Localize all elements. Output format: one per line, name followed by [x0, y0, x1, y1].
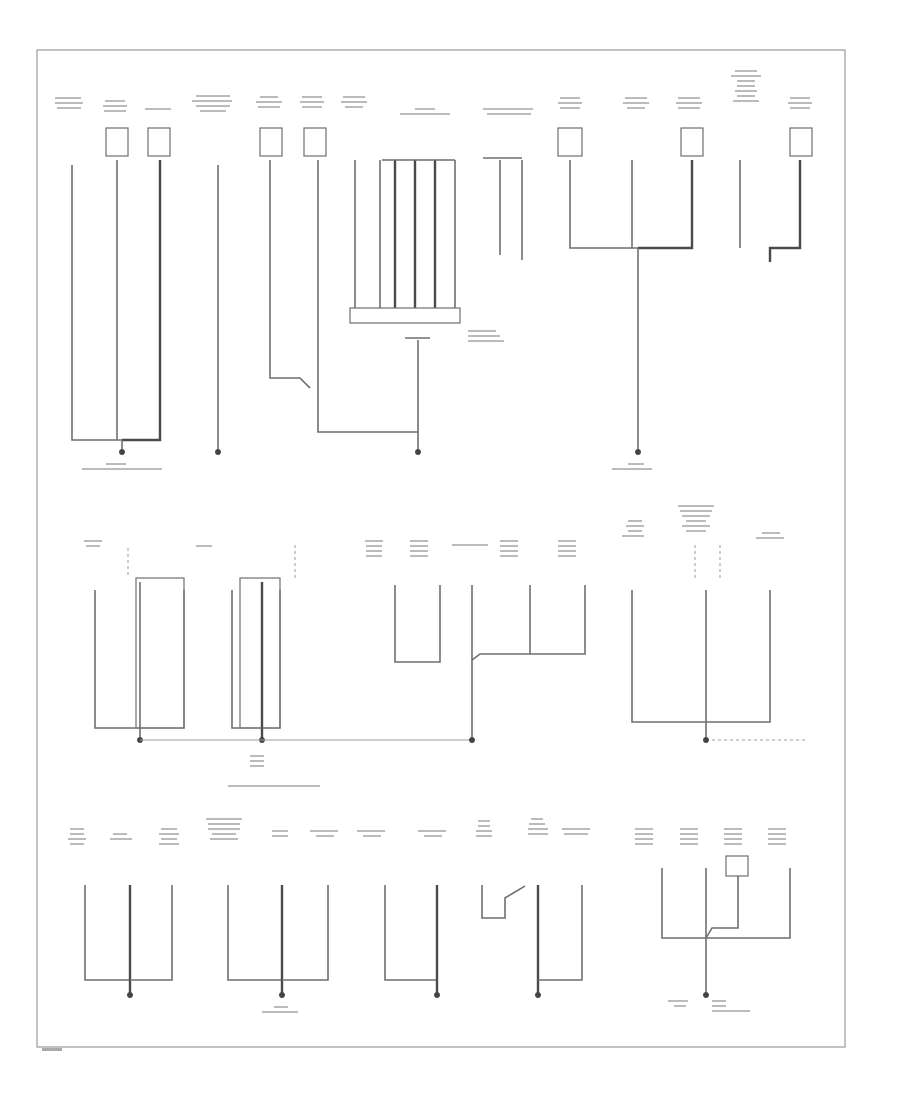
- ground-point-icon: [434, 992, 440, 998]
- section-middle: [84, 505, 808, 787]
- ground-point-icon: [535, 992, 541, 998]
- ground-point-icon: [635, 449, 641, 455]
- ground-group-h: [394, 585, 586, 743]
- connector-box: [259, 127, 283, 157]
- ground-point-icon: [703, 992, 709, 998]
- ground-group-g: [94, 577, 472, 787]
- section-bottom: [68, 818, 791, 1013]
- ground-group-c: [269, 159, 504, 455]
- ground-single-b: [215, 165, 221, 455]
- connector-box: [557, 127, 583, 157]
- ground-group-k: [227, 885, 329, 1013]
- ground-point-icon: [127, 992, 133, 998]
- wire-group-f: [739, 160, 802, 262]
- ground-point-icon: [279, 992, 285, 998]
- ground-point-icon: [703, 737, 709, 743]
- page-number-mark: [42, 1048, 62, 1051]
- ground-point-icon: [119, 449, 125, 455]
- splice-pack: [349, 307, 461, 324]
- ground-group-m: [481, 885, 583, 998]
- component-labels-middle: [84, 505, 784, 557]
- ground-group-e: [569, 160, 694, 470]
- connector-box: [789, 127, 813, 157]
- ground-point-icon: [469, 737, 475, 743]
- ground-group-n: [661, 855, 791, 1012]
- connector-box: [680, 127, 704, 157]
- connector-outline: [135, 577, 185, 729]
- component-labels-bottom: [68, 818, 786, 845]
- connector-box: [303, 127, 327, 157]
- ground-point-icon: [215, 449, 221, 455]
- component-labels-top: [55, 70, 812, 115]
- connector-box: [105, 127, 129, 157]
- connector-outline: [239, 577, 281, 729]
- connector-box: [725, 855, 749, 877]
- wire-group-d: [483, 157, 523, 260]
- ground-group-j: [84, 885, 173, 998]
- diagram-border: [36, 49, 846, 1048]
- section-top: [55, 70, 813, 470]
- ground-group-a: [71, 160, 162, 470]
- ground-group-l: [384, 885, 440, 998]
- connector-box: [147, 127, 171, 157]
- ground-point-icon: [415, 449, 421, 455]
- ground-group-i: [631, 590, 808, 743]
